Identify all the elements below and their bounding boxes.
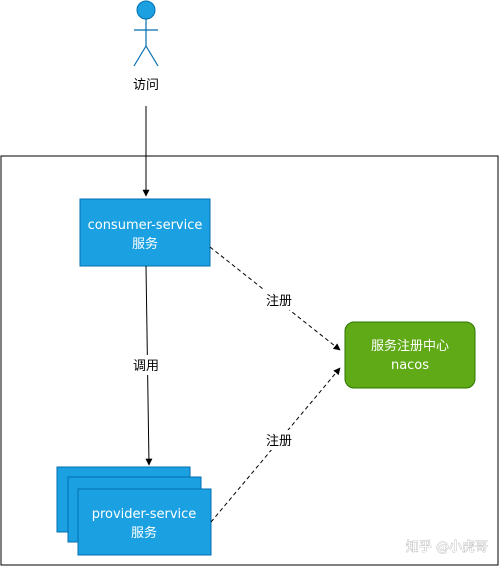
user-actor-icon	[133, 0, 159, 67]
consumer-service-name: consumer-service	[88, 218, 203, 233]
registry-subtitle: nacos	[391, 358, 429, 373]
call-label-bg	[128, 355, 164, 375]
provider-register-label-bg	[262, 430, 296, 450]
system-boundary	[0, 155, 499, 566]
call-label: 调用	[133, 359, 159, 374]
consumer-register-label: 注册	[266, 294, 292, 309]
watermark: 知乎 @小虎哥	[406, 539, 488, 555]
consumer-service-box	[79, 198, 211, 267]
consumer-register-label-bg	[262, 290, 296, 310]
actor-head	[136, 0, 156, 20]
actor-label: 访问	[133, 78, 159, 93]
provider-service-stack	[56, 466, 212, 556]
actor-right-leg	[145, 45, 159, 67]
provider-service-name: provider-service	[92, 507, 197, 522]
registry-box	[344, 321, 476, 389]
registry-name: 服务注册中心	[371, 338, 449, 354]
actor-left-leg	[133, 45, 147, 67]
consumer-service-subtitle: 服务	[132, 236, 158, 252]
provider-service-subtitle: 服务	[131, 525, 157, 541]
provider-service-box	[77, 488, 212, 556]
provider-register-label: 注册	[266, 434, 292, 449]
